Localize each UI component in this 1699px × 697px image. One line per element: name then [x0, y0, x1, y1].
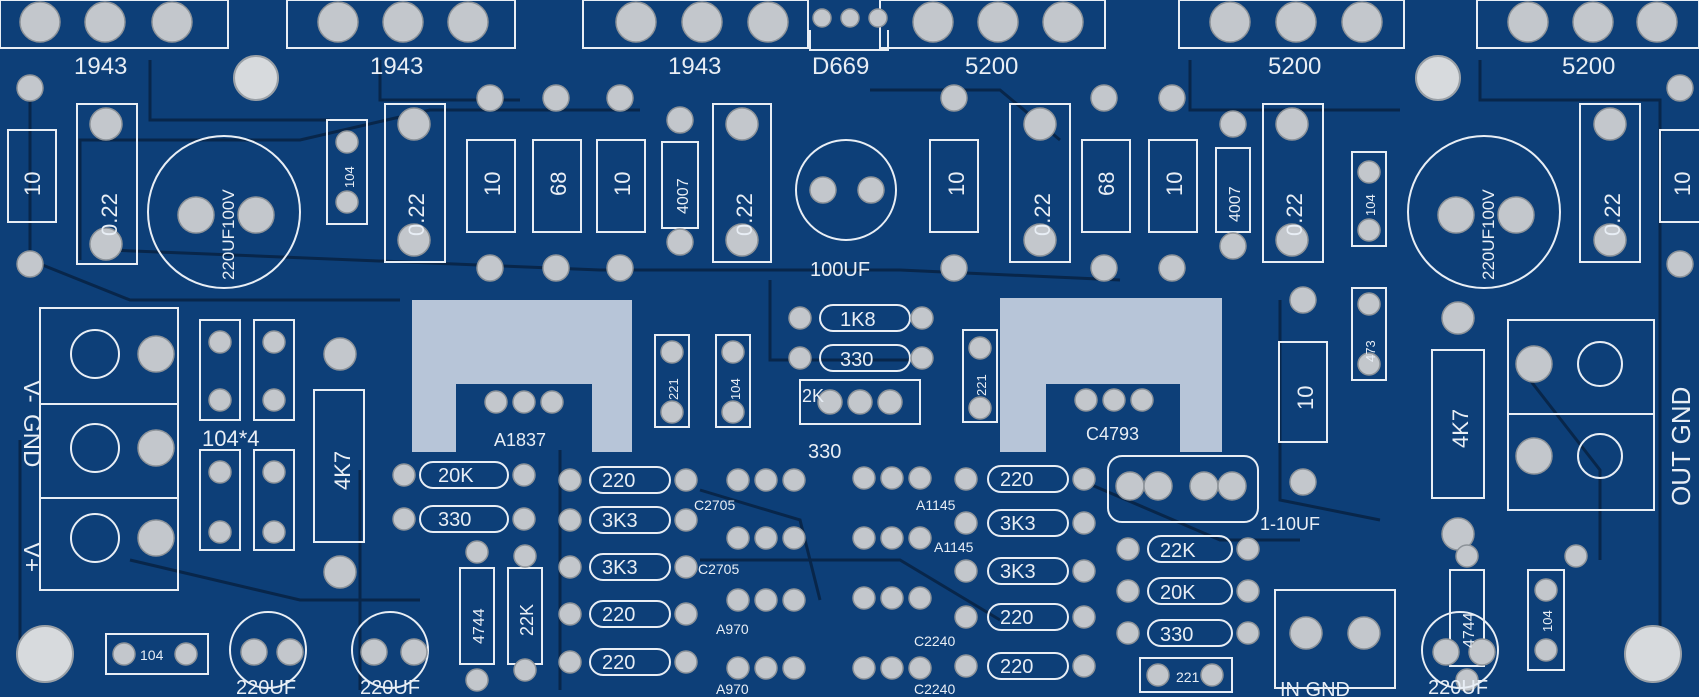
label-r220-f: 220 [1000, 656, 1033, 678]
label-cap1-10: 1-10UF [1260, 514, 1320, 534]
label-1943-b: 1943 [370, 53, 423, 80]
label-5200-b: 5200 [1268, 53, 1321, 80]
label-5200-c: 5200 [1562, 53, 1615, 80]
bottom-left-parts [105, 544, 1588, 692]
label-r220-e: 220 [1000, 607, 1033, 629]
label-c2705-a: C2705 [694, 497, 735, 513]
label-cap220-b: 220UF100V [1479, 189, 1498, 280]
label-r022-f: 0.22 [1600, 193, 1625, 236]
bias-network [654, 287, 1387, 428]
label-d4744-b: 4744 [1461, 612, 1478, 648]
label-r10-e: 10 [1162, 172, 1187, 196]
label-d4007-b: 4007 [1227, 186, 1244, 222]
label-r4k7-b: 4K7 [1448, 409, 1473, 448]
label-r220-d: 220 [1000, 469, 1033, 491]
label-r330-lbl: 330 [808, 441, 841, 463]
label-cap220uf-a: 220UF [236, 677, 296, 697]
label-r22k-b: 22K [517, 604, 537, 636]
vas-resistors [954, 465, 1096, 680]
label-r330-b: 330 [438, 509, 471, 531]
label-r10-f: 10 [1670, 172, 1695, 196]
label-a1145-b: A1145 [934, 539, 974, 555]
label-r330-c: 330 [1160, 624, 1193, 646]
label-r220-a: 220 [602, 470, 635, 492]
label-r3k3-a: 3K3 [602, 510, 638, 532]
power-terminal [39, 307, 179, 591]
label-r10-g: 10 [1293, 386, 1318, 410]
heatsink-plate-left [412, 300, 632, 452]
label-term-vplus: V+ [18, 542, 45, 572]
label-r68-b: 68 [1094, 172, 1119, 196]
label-d4007-a: 4007 [675, 178, 692, 214]
label-c104-d: 104 [140, 647, 164, 663]
label-a970-b: A970 [716, 681, 749, 697]
label-a1837: A1837 [494, 430, 546, 450]
label-r68-a: 68 [546, 172, 571, 196]
label-r022-c: 0.22 [732, 193, 757, 236]
upper-components [7, 74, 1699, 289]
mounting-holes [16, 55, 1682, 683]
label-pot2k: 2K [802, 386, 824, 406]
label-c2705-b: C2705 [698, 561, 739, 577]
label-c104-e: 104 [1540, 610, 1555, 632]
label-c104x4: 104*4 [202, 426, 260, 451]
label-d669: D669 [812, 53, 869, 80]
small-transistors [726, 466, 932, 680]
label-r10-d: 10 [944, 172, 969, 196]
label-c221-c: 221 [1176, 669, 1200, 685]
label-c221-b: 221 [974, 374, 989, 396]
top-transistors [0, 0, 1699, 51]
heatsink-plate-right [1000, 298, 1222, 452]
label-c2240-a: C2240 [914, 633, 955, 649]
label-cap220uf-b: 220UF [360, 677, 420, 697]
label-cap100: 100UF [810, 259, 870, 281]
label-r10-a: 10 [20, 172, 45, 196]
label-r3k3-d: 3K3 [1000, 561, 1036, 583]
label-r20k-a: 20K [438, 465, 474, 487]
label-c104-c: 104 [728, 378, 743, 400]
label-r220-b: 220 [602, 604, 635, 626]
label-r022-d: 0.22 [1030, 193, 1055, 236]
label-r022-e: 0.22 [1282, 193, 1307, 236]
label-c104-a: 104 [342, 166, 357, 188]
label-d4744-a: 4744 [471, 608, 488, 644]
label-5200-a: 5200 [965, 53, 1018, 80]
label-term-vminus: V- [18, 380, 45, 403]
cap-bank-104x4 [199, 319, 365, 589]
label-r3k3-b: 3K3 [602, 557, 638, 579]
label-in-gnd: IN GND [1280, 679, 1350, 697]
label-1943-a: 1943 [74, 53, 127, 80]
right-output-section [1278, 286, 1655, 551]
plate-transistor-pads [484, 388, 1154, 414]
label-r022-a: 0.22 [97, 193, 122, 236]
label-cap220-a: 220UF100V [219, 189, 238, 280]
label-r022-b: 0.22 [404, 193, 429, 236]
label-c104-b: 104 [1363, 194, 1378, 216]
label-r220-c: 220 [602, 652, 635, 674]
label-a970-a: A970 [716, 621, 749, 637]
label-r3k3-c: 3K3 [1000, 513, 1036, 535]
label-r22k-a: 22K [1160, 540, 1196, 562]
label-r1k8: 1K8 [840, 309, 876, 331]
label-cap220uf-c: 220UF [1428, 677, 1488, 697]
label-r330-a: 330 [840, 349, 873, 371]
label-term-gnd: GND [18, 414, 45, 467]
label-c221-a: 221 [666, 378, 681, 400]
label-c2240-b: C2240 [914, 681, 955, 697]
label-r10-b: 10 [480, 172, 505, 196]
label-1943-c: 1943 [668, 53, 721, 80]
label-r4k7-a: 4K7 [330, 451, 355, 490]
copper-traces [18, 60, 1662, 690]
label-c473: 473 [1363, 340, 1378, 362]
label-r10-c: 10 [610, 172, 635, 196]
input-network [1107, 455, 1396, 693]
label-out-gnd: OUT GND [1666, 387, 1696, 506]
diff-pair-resistors [558, 466, 698, 676]
label-c4793: C4793 [1086, 424, 1139, 444]
label-r20k-b: 20K [1160, 582, 1196, 604]
input-stage-left [392, 461, 543, 692]
label-a1145-a: A1145 [916, 497, 956, 513]
